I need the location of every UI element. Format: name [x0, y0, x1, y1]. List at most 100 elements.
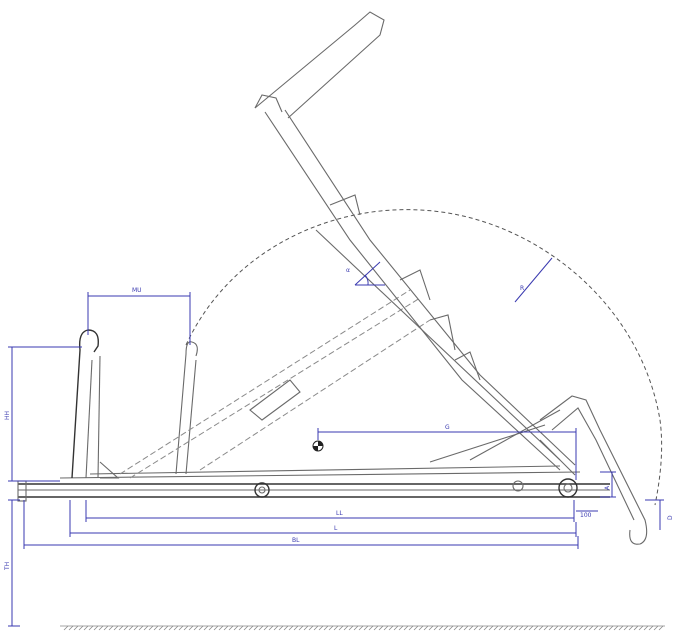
ground-hatch-mark [443, 625, 449, 631]
ground-hatch-mark [183, 625, 189, 631]
label-alpha: α [346, 267, 350, 274]
ground-hatch-mark [233, 625, 239, 631]
ground-hatch-mark [528, 625, 534, 631]
ground-hatch-mark [423, 625, 429, 631]
ground-hatch-mark [428, 625, 434, 631]
ground-hatch-mark [538, 625, 544, 631]
ground-hatch-mark [623, 625, 629, 631]
roller-mid [512, 480, 524, 492]
ground-hatch-mark [78, 625, 84, 631]
label-bl: BL [292, 537, 300, 544]
ground-hatch-mark [218, 625, 224, 631]
label-a: A [604, 485, 611, 490]
ground-hatch-mark [548, 625, 554, 631]
roller-front [254, 482, 270, 498]
dimension-hh [8, 346, 82, 482]
ground-hatch-mark [298, 625, 304, 631]
ground-hatch-mark [533, 625, 539, 631]
ground-hatch-mark [123, 625, 129, 631]
dimension-a [600, 471, 616, 498]
label-hh: HH [4, 411, 11, 420]
ground-hatch-mark [88, 625, 94, 631]
arm-intermediate-position [119, 289, 431, 479]
ground-hatch-mark [553, 625, 559, 631]
ground-hatch-mark [223, 625, 229, 631]
ground-hatch-mark [438, 625, 444, 631]
dimension-d [645, 499, 664, 530]
ground-hatch-mark [598, 625, 604, 631]
ground-hatch-mark [383, 625, 389, 631]
ground-hatch-mark [238, 625, 244, 631]
ground-hatch-mark [118, 625, 124, 631]
ground-hatch-mark [228, 625, 234, 631]
ground-hatch-mark [393, 625, 399, 631]
ground-hatch-mark [643, 625, 649, 631]
ground-hatch-mark [73, 625, 79, 631]
ground-hatch-mark [378, 625, 384, 631]
ground-hatch-mark [448, 625, 454, 631]
center-of-gravity-symbol [312, 440, 324, 452]
ground-hatch-mark [158, 625, 164, 631]
angle-marker [354, 261, 385, 286]
ground-hatch-mark [268, 625, 274, 631]
ground-hatch-mark [653, 625, 659, 631]
ground-hatch-mark [263, 625, 269, 631]
hook-arm-front [71, 329, 120, 479]
ground-hatch-mark [478, 625, 484, 631]
ground-hatch-mark [198, 625, 204, 631]
ground-hatch-mark [648, 625, 654, 631]
ground-hatch-mark [608, 625, 614, 631]
ground-hatch-mark [143, 625, 149, 631]
ground-hatch-mark [568, 625, 574, 631]
ground-hatch-mark [543, 625, 549, 631]
ground-hatch-mark [313, 625, 319, 631]
ground-hatch-mark [488, 625, 494, 631]
ground-hatch-mark [398, 625, 404, 631]
ground-hatch-mark [638, 625, 644, 631]
ground-hatch-mark [498, 625, 504, 631]
ground-hatch-mark [338, 625, 344, 631]
ground-hatch-mark [403, 625, 409, 631]
ground-hatch-mark [558, 625, 564, 631]
ground-hatch-mark [133, 625, 139, 631]
ground-hatch-mark [368, 625, 374, 631]
roller-rear [558, 478, 578, 498]
ground-hatch-mark [413, 625, 419, 631]
ground-hatch-mark [68, 625, 74, 631]
ground-hatch-mark [153, 625, 159, 631]
ground-hatch-mark [518, 625, 524, 631]
ground-hatch-mark [308, 625, 314, 631]
ground-hatch-mark [98, 625, 104, 631]
ground-hatch-mark [113, 625, 119, 631]
ground-hatch-mark [613, 625, 619, 631]
ground-hatch-mark [573, 625, 579, 631]
ground-hatch-mark [93, 625, 99, 631]
arm-tipped-position [429, 395, 648, 545]
ground-hatch-mark [293, 625, 299, 631]
ground-hatch-mark [63, 625, 69, 631]
ground-hatch-mark [463, 625, 469, 631]
ground-hatch-mark [283, 625, 289, 631]
ground-hatch-mark [248, 625, 254, 631]
ground-hatch-mark [353, 625, 359, 631]
ground-hatch-mark [493, 625, 499, 631]
swing-arc [185, 209, 663, 506]
ground-hatch-mark [273, 625, 279, 631]
dimension-l [69, 500, 577, 537]
ground-hatch-mark [83, 625, 89, 631]
ground-hatch-mark [483, 625, 489, 631]
ground-hatch-mark [178, 625, 184, 631]
label-r: R [520, 285, 524, 292]
dimension-g [317, 428, 577, 480]
ground-hatch-mark [513, 625, 519, 631]
dimension-ll [85, 500, 575, 522]
ground-hatch-mark [188, 625, 194, 631]
label-l: L [334, 525, 338, 532]
ground-hatch-mark [458, 625, 464, 631]
ground-hatch-mark [208, 625, 214, 631]
ground-hatch-mark [373, 625, 379, 631]
ground-hatch-mark [578, 625, 584, 631]
hook-arm-middle [175, 341, 198, 475]
ground-hatch-mark [128, 625, 134, 631]
